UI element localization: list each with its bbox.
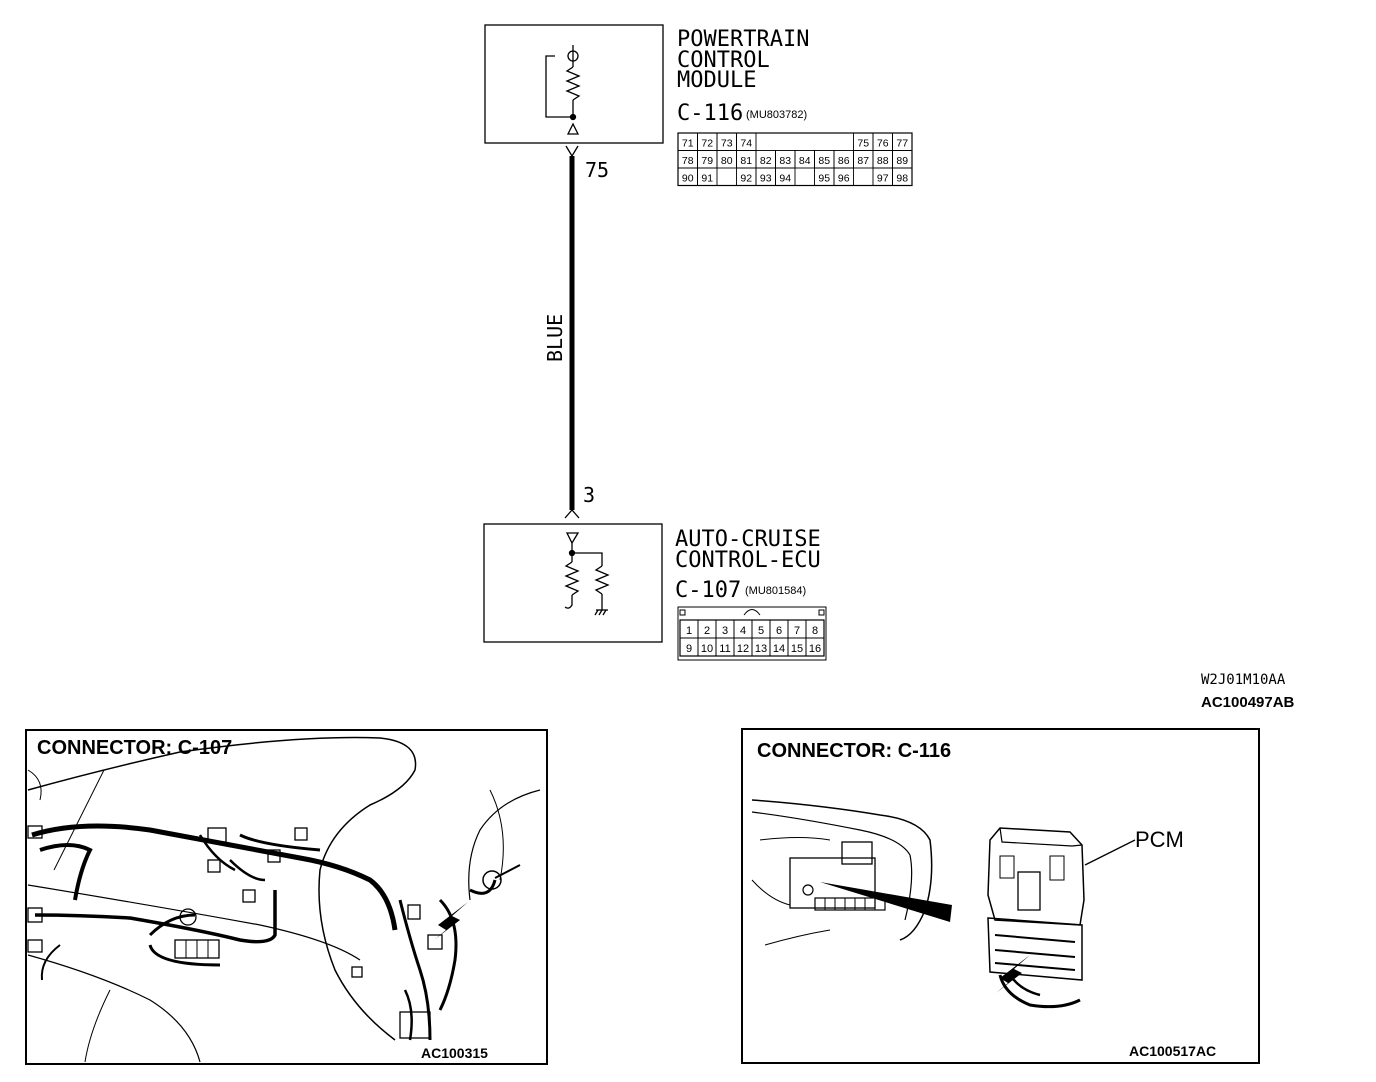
pcm-pin-label: 77 (896, 138, 908, 150)
pcm-pin-label: 71 (682, 138, 694, 150)
locator-arrow-icon (996, 955, 1030, 993)
glovebox-area-illustration (751, 799, 933, 946)
pcm-pin-label: 94 (779, 173, 791, 185)
pcm-pin-label: 72 (701, 138, 713, 150)
pcm-pin-label: 90 (682, 173, 694, 185)
locator-arrow-icon (434, 902, 468, 940)
pcm-module-box (484, 24, 664, 144)
ecu-pin-label: 4 (740, 625, 746, 637)
pcm-pin-label: 91 (701, 173, 713, 185)
pcm-internal-circuit-icon (545, 45, 581, 135)
pcm-label: PCM (1135, 827, 1184, 852)
wire-blue (564, 145, 580, 519)
panel-c107-title: CONNECTOR: C-107 (37, 737, 232, 759)
figure-id-main: AC100497AB (1201, 694, 1295, 711)
panel-connector-c107: CONNECTOR: C-107 AC100315 (25, 729, 548, 1065)
pcm-pin-label: 95 (818, 173, 830, 185)
pcm-pin-label: 84 (799, 155, 811, 167)
pcm-pin-label: 98 (896, 173, 908, 185)
panel-c116-title: CONNECTOR: C-116 (757, 740, 951, 762)
ecu-name: AUTO-CRUISE CONTROL-ECU (675, 527, 821, 573)
ecu-module-box (483, 523, 663, 643)
ecu-pin-label: 16 (809, 643, 821, 655)
ecu-pin-label: 6 (776, 625, 782, 637)
pcm-pin-number: 75 (585, 158, 609, 182)
pcm-pin-label: 88 (877, 155, 889, 167)
panel-c107-figure-id: AC100315 (421, 1045, 488, 1061)
ecu-pin-label: 13 (755, 643, 767, 655)
pcm-pin-label: 96 (838, 173, 850, 185)
wire-color-label: BLUE (543, 314, 567, 362)
panel-c116-figure-id: AC100517AC (1129, 1043, 1216, 1059)
pcm-pin-cell (775, 167, 796, 186)
dashboard-harness-illustration (27, 736, 541, 1063)
ecu-pin-label: 3 (722, 625, 728, 637)
ecu-pin-label: 11 (719, 643, 730, 655)
ecu-part-number: (MU801584) (745, 585, 806, 597)
pcm-pin-label: 81 (740, 155, 752, 167)
pcm-pin-cell (833, 167, 854, 186)
pcm-connector-id: C-116 (677, 101, 743, 126)
pcm-pin-label: 93 (760, 173, 772, 185)
pcm-pin-label: 80 (721, 155, 733, 167)
pcm-pin-label: 74 (740, 138, 752, 150)
pcm-name: POWERTRAIN CONTROL MODULE (677, 27, 809, 93)
ecu-pin-label: 8 (812, 625, 818, 637)
pcm-pin-label: 79 (701, 155, 713, 167)
pcm-pin-cell (892, 167, 913, 186)
pcm-pin-label: 73 (721, 138, 733, 150)
diagram-code: W2J01M10AA (1201, 672, 1286, 688)
ecu-pin-cell (805, 637, 825, 657)
pcm-pin-label: 75 (857, 138, 869, 150)
ecu-pin-label: 5 (758, 625, 764, 637)
ecu-pin-label: 15 (791, 643, 803, 655)
pcm-connector-pinout: 71 72 73 74 75 76 77 78 79 80 81 82 83 84 85 86 87 88 89 90… (677, 132, 913, 187)
panel-connector-c116: CONNECTOR: C-116 PCM AC100517AC (741, 728, 1260, 1064)
pcm-pin-label: 87 (857, 155, 869, 167)
pcm-pin-label: 85 (818, 155, 830, 167)
ecu-internal-circuit-icon (564, 532, 610, 616)
pcm-pin-label: 97 (877, 173, 889, 185)
ecu-pin-label: 12 (737, 643, 749, 655)
ecu-connector-id: C-107 (675, 578, 741, 603)
pcm-pin-label: 83 (779, 155, 791, 167)
svg-text:MODULE: MODULE (677, 68, 756, 93)
ecu-pin-label: 9 (686, 643, 692, 655)
pcm-pin-label: 82 (760, 155, 772, 167)
ecu-pin-number: 3 (583, 483, 595, 507)
pcm-pin-label: 86 (838, 155, 850, 167)
ecu-pin-label: 7 (794, 625, 800, 637)
pointer-wedge-icon (820, 882, 952, 922)
pcm-pin-cell (697, 167, 718, 186)
pcm-part-number: (MU803782) (746, 109, 807, 121)
svg-text:AUTO-CRUISE: AUTO-CRUISE (675, 527, 821, 552)
svg-text:POWERTRAIN: POWERTRAIN (677, 27, 809, 52)
ecu-connector-housing (677, 606, 827, 661)
svg-text:CONTROL-ECU: CONTROL-ECU (675, 548, 821, 573)
pcm-pin-label: 92 (740, 173, 752, 185)
ecu-pin-label: 14 (773, 643, 785, 655)
pcm-pin-label: 76 (877, 138, 889, 150)
ecu-pin-label: 10 (701, 643, 713, 655)
ecu-pin-label: 1 (686, 625, 692, 637)
svg-text:CONTROL: CONTROL (677, 48, 770, 73)
pcm-pin-label: 78 (682, 155, 694, 167)
ecu-pin-label: 2 (704, 625, 710, 637)
pcm-pin-label: 89 (896, 155, 908, 167)
